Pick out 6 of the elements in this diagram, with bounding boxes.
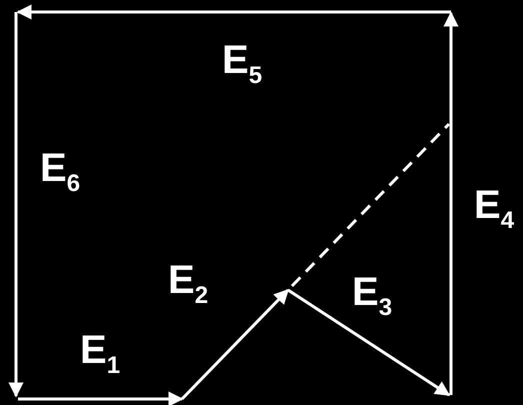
vector-label: E$_{6}$ bbox=[40, 148, 80, 196]
vector-label: E$_{1}$ bbox=[80, 330, 120, 378]
vector-label: E$_{2}$ bbox=[168, 260, 208, 308]
vector-label: E$_{5}$ bbox=[222, 40, 262, 88]
vector-label: E$_{4}$ bbox=[474, 185, 514, 233]
vector-label: E$_{3}$ bbox=[352, 272, 392, 320]
